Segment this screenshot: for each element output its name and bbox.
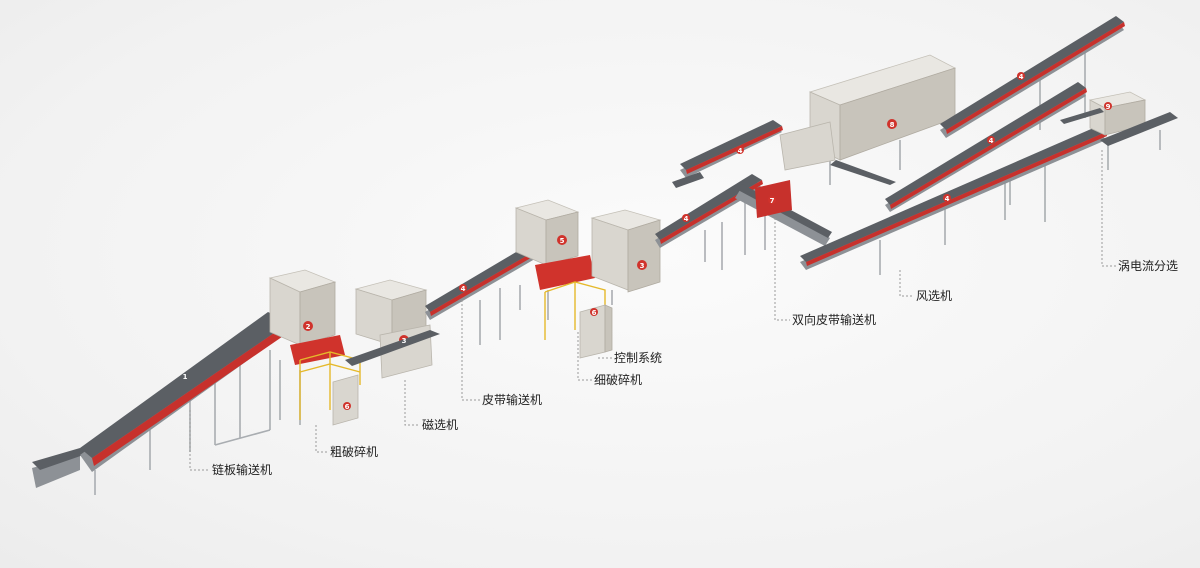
label-coarse-crusher: 粗破碎机	[330, 444, 378, 459]
label-bidirectional-belt-conveyor: 双向皮带输送机	[792, 312, 876, 327]
eddy-current-separator	[1060, 91, 1178, 170]
label-magnetic-separator: 磁选机	[422, 417, 458, 432]
marker-4b: 4	[684, 215, 689, 223]
label-chain-plate-conveyor: 链板输送机	[212, 462, 272, 477]
fine-crusher	[514, 199, 606, 340]
marker-6b: 6	[345, 403, 350, 411]
magnetic-separator-2	[590, 209, 662, 305]
marker-1: 1	[183, 373, 188, 381]
marker-3a: 3	[402, 337, 407, 345]
marker-4a: 4	[461, 285, 466, 293]
belt-conveyor-1	[425, 242, 541, 345]
label-belt-conveyor: 皮带输送机	[482, 392, 542, 407]
marker-7: 7	[770, 197, 775, 205]
coarse-crusher	[268, 269, 361, 426]
belt-conveyor-4	[940, 16, 1125, 138]
marker-6: 6	[592, 309, 597, 317]
marker-8: 8	[890, 121, 895, 129]
bidirectional-belt-conveyor	[735, 180, 832, 255]
label-control-system: 控制系统	[614, 351, 662, 365]
marker-2: 2	[306, 323, 311, 331]
marker-4f: 4	[945, 195, 950, 203]
control-system-cabinet	[579, 304, 613, 359]
label-eddy-current-separator: 涡电流分选	[1118, 259, 1178, 273]
belt-conveyor-6	[800, 126, 1107, 275]
marker-9: 9	[1106, 103, 1111, 111]
marker-4d: 4	[1019, 73, 1024, 81]
magnetic-separator	[345, 279, 440, 379]
label-air-separator: 风选机	[916, 289, 952, 303]
leader-lines	[189, 150, 1116, 471]
belt-conveyor-3	[672, 120, 783, 188]
marker-3b: 3	[640, 262, 645, 270]
marker-4e: 4	[989, 137, 994, 145]
marker-5: 5	[560, 237, 565, 245]
number-markers: 1 2 3 4 5 3 6 4 4 7 8 4 4 4 9 6	[183, 73, 1111, 411]
air-separator	[779, 54, 957, 185]
label-fine-crusher: 细破碎机	[594, 372, 642, 387]
chain-plate-conveyor	[32, 312, 292, 495]
belt-conveyor-5	[885, 82, 1087, 212]
marker-4c: 4	[738, 147, 743, 155]
equipment-labels: 链板输送机 粗破碎机 磁选机 皮带输送机 细破碎机 控制系统 双向皮带输送机 风…	[212, 259, 1178, 477]
